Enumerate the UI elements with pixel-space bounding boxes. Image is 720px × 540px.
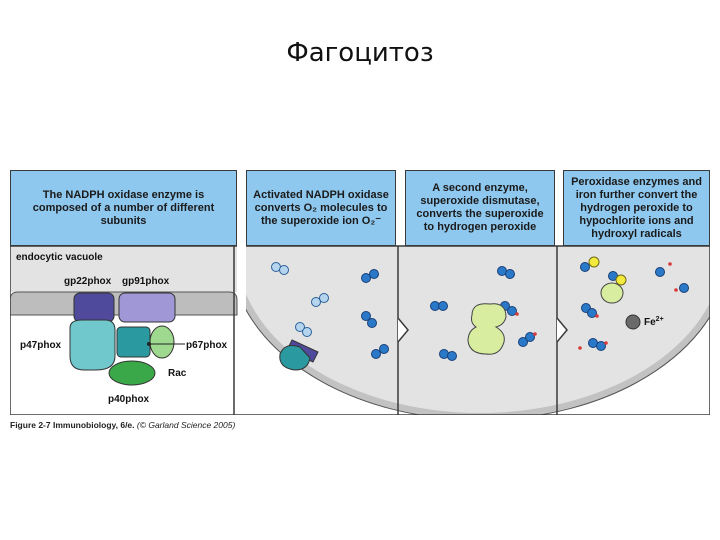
figure: The NADPH oxidase enzyme is composed of … <box>10 170 710 415</box>
p67phox-oval <box>149 325 175 359</box>
hypochlorite-ion <box>580 256 600 272</box>
vacuole-interior <box>246 246 710 415</box>
vacuole-area <box>10 246 237 292</box>
superoxide-dismutase-enzyme <box>467 303 507 355</box>
gp91phox-label: gp91phox <box>122 276 170 287</box>
figure-frame <box>10 245 710 415</box>
p67phox-attached <box>279 345 311 371</box>
p47phox-subunit <box>69 319 116 371</box>
gp91phox-subunit <box>118 292 176 323</box>
hydrogen-peroxide-molecule <box>588 338 608 351</box>
peroxidase-enzyme <box>600 282 624 304</box>
superoxide-molecule <box>361 269 379 283</box>
iron-label: Fe2+ <box>644 316 664 328</box>
panel-2-header: Activated NADPH oxidase converts O₂ mole… <box>246 170 396 246</box>
panel-4 <box>578 256 689 351</box>
superoxide-molecule <box>439 349 457 361</box>
hydroxyl-radical <box>578 346 582 350</box>
hydroxyl-radical <box>679 283 689 293</box>
hydroxyl-h <box>674 288 678 292</box>
superoxide-molecule <box>497 266 515 279</box>
panel-1-header: The NADPH oxidase enzyme is composed of … <box>10 170 237 246</box>
o2-molecule <box>311 293 329 307</box>
transition-arrow-1 <box>397 317 409 343</box>
superoxide-molecule <box>371 344 389 359</box>
iron-ion <box>625 314 641 330</box>
o2-molecule <box>295 322 312 337</box>
superoxide-molecule <box>361 311 377 328</box>
panel-4-header: Peroxidase enzymes and iron further conv… <box>563 170 710 246</box>
o2-molecule <box>271 262 289 275</box>
caption-suffix: (© Garland Science 2005) <box>134 420 236 430</box>
superoxide-molecule <box>430 301 448 311</box>
p47phox-label: p47phox <box>20 340 62 351</box>
hydroxyl-h <box>668 262 672 266</box>
figure-caption: Figure 2-7 Immunobiology, 6/e. (© Garlan… <box>10 420 235 430</box>
gp22phox-label: gp22phox <box>64 276 112 287</box>
p40phox-label: p40phox <box>108 394 150 405</box>
panel-2 <box>271 262 389 371</box>
panel-3-header: A second enzyme, superoxide dismutase, c… <box>405 170 555 246</box>
hydrogen-peroxide-molecule <box>518 332 537 347</box>
p40phox-subunit <box>108 360 156 386</box>
phagocytosis-diagram: endocytic vacuole gp22phox gp91phox p47p… <box>10 245 710 415</box>
hypochlorite-ion <box>608 271 627 286</box>
hydroxyl-radical <box>655 267 665 277</box>
caption-prefix: Figure 2-7 Immunobiology, 6/e. <box>10 420 135 430</box>
p67phox-label: p67phox <box>186 340 228 351</box>
p67phox-box <box>116 326 151 358</box>
rac-label: Rac <box>168 368 187 379</box>
panel-1: endocytic vacuole gp22phox gp91phox p47p… <box>10 246 238 415</box>
slide-title: Фагоцитоз <box>286 38 434 68</box>
hydrogen-peroxide-molecule <box>581 303 599 318</box>
transition-arrow-2 <box>556 317 568 343</box>
panel-3 <box>430 266 537 361</box>
endocytic-vacuole-label: endocytic vacuole <box>16 252 103 263</box>
gp22phox-subunit <box>73 292 115 323</box>
